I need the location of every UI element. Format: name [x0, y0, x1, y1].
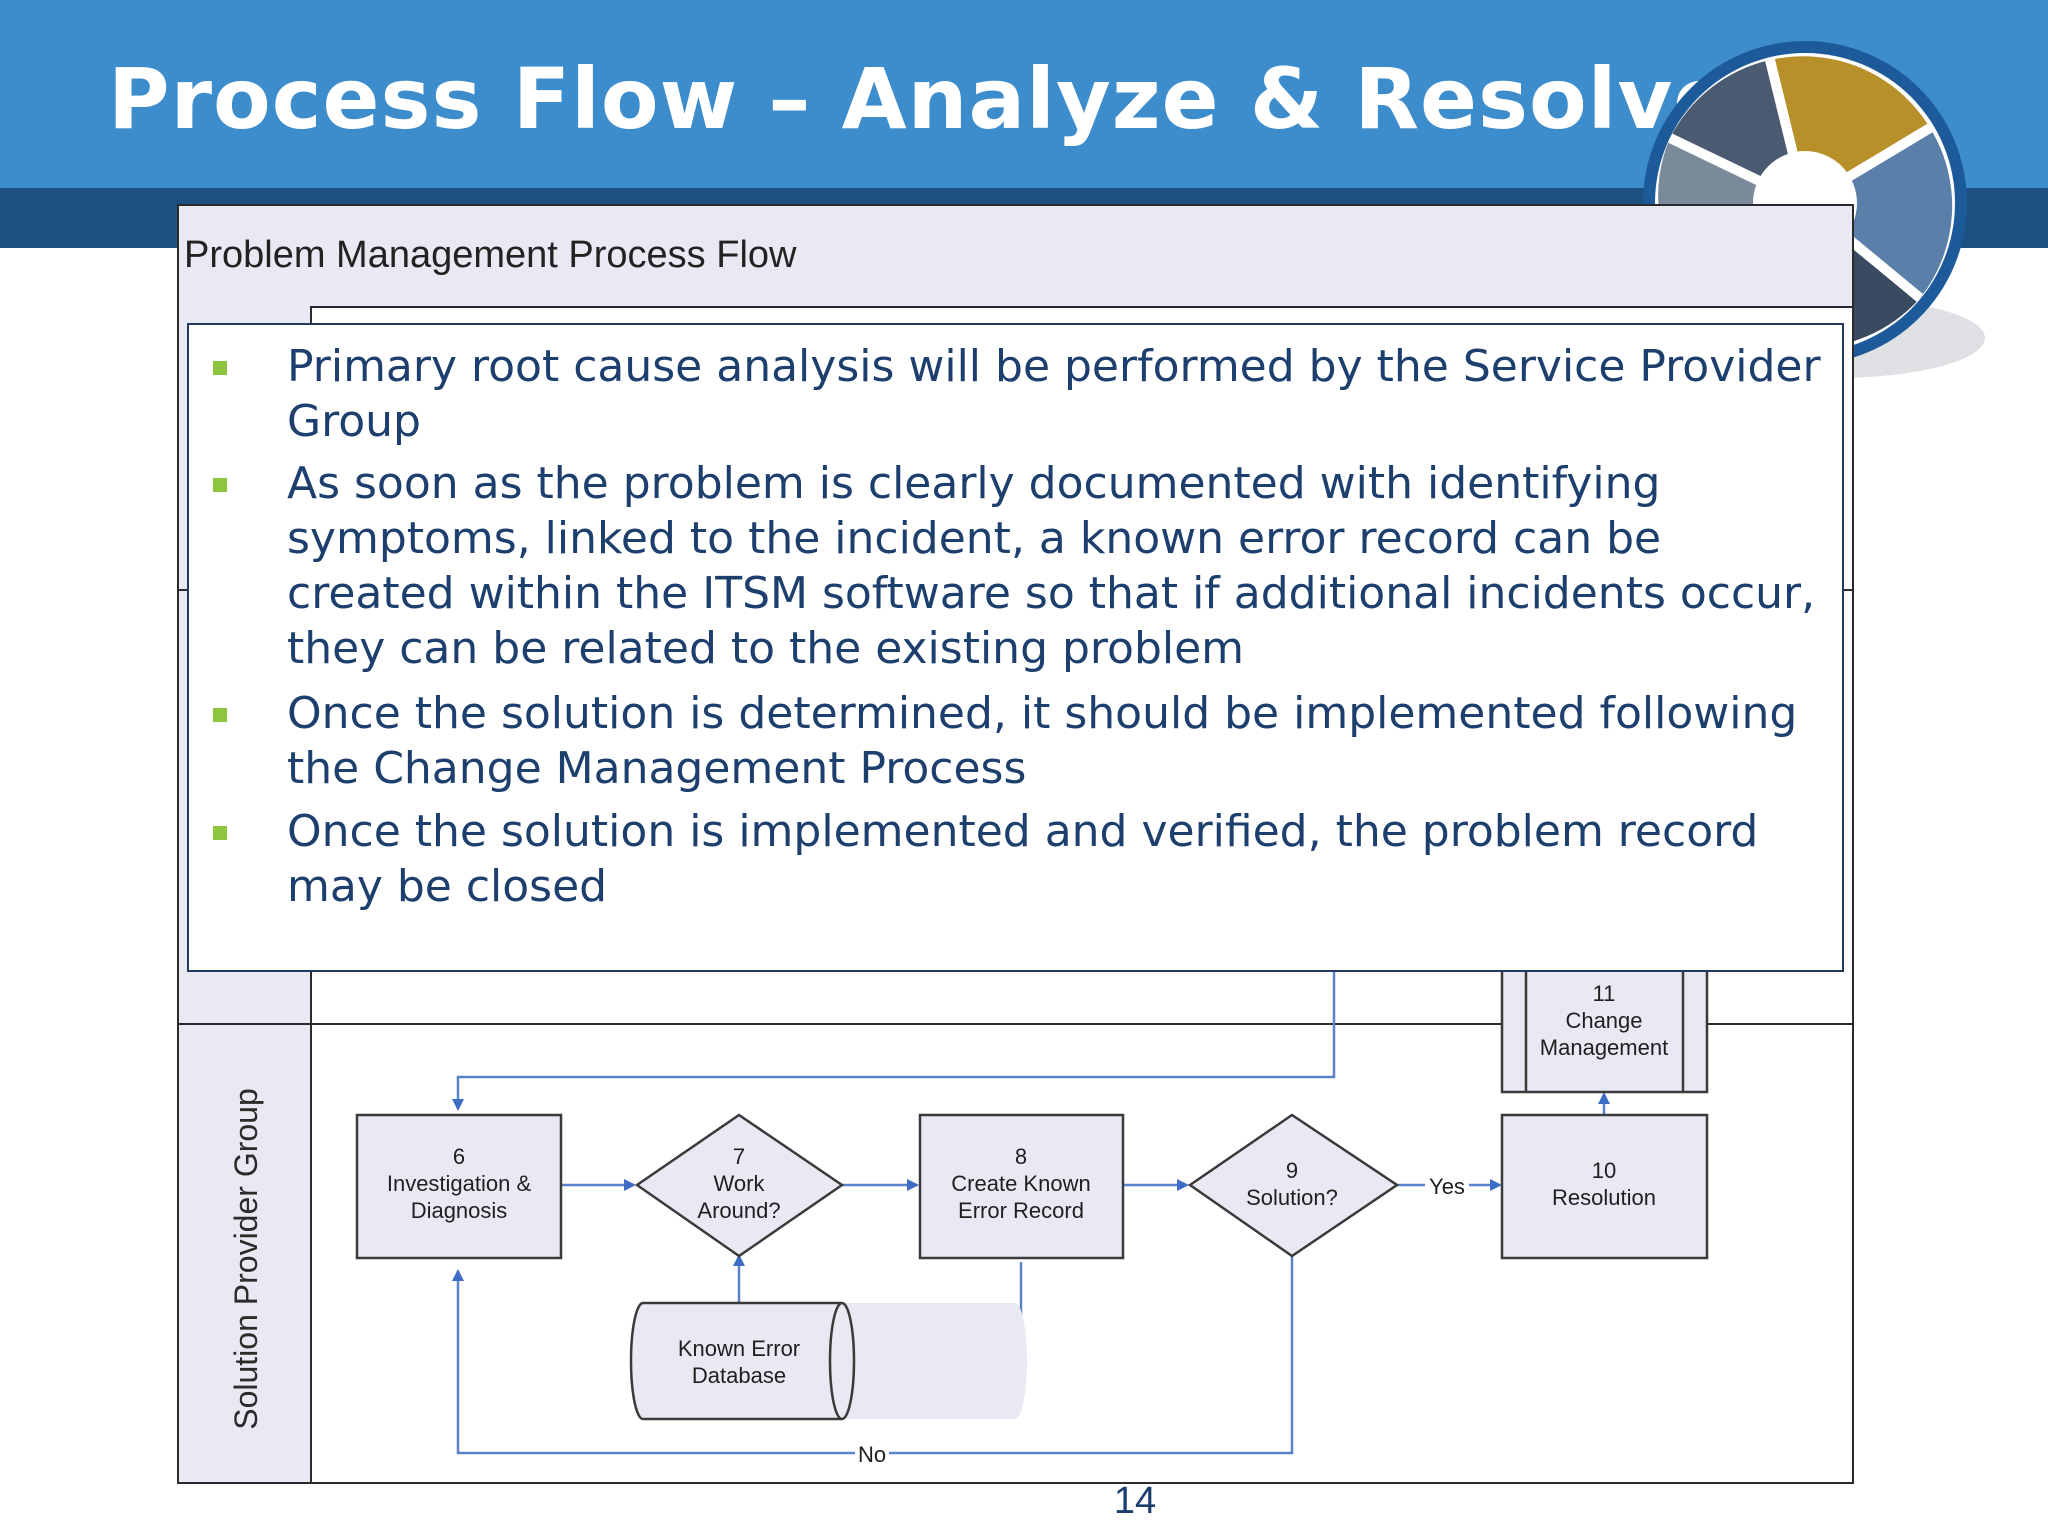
- bullet-marker-icon: [213, 708, 227, 722]
- node-8-label-line1: Create Known: [951, 1171, 1090, 1196]
- bullet-marker-icon: [213, 826, 227, 840]
- edge-label-yes: Yes: [1429, 1174, 1465, 1199]
- node-11-number: 11: [1593, 981, 1616, 1006]
- node-10-number: 10: [1592, 1158, 1616, 1183]
- bullet-text: Primary root cause analysis will be perf…: [287, 341, 1821, 447]
- node-9-label: Solution?: [1246, 1185, 1338, 1210]
- node-6-label-line1: Investigation &: [387, 1171, 532, 1196]
- bullet-marker-icon: [213, 478, 227, 492]
- lane-label: Solution Provider Group: [228, 1088, 264, 1430]
- node-7-label-line2: Around?: [697, 1198, 780, 1223]
- database-label-line2: Database: [692, 1363, 786, 1388]
- node-6-number: 6: [453, 1144, 465, 1169]
- page-number: 14: [1113, 1480, 1157, 1522]
- bullet-text: Once the solution is implemented and ver…: [287, 806, 1759, 912]
- node-11-label-line2: Management: [1540, 1035, 1668, 1060]
- panel-title-bar: Problem Management Process Flow: [179, 206, 1852, 308]
- node-8-number: 8: [1015, 1144, 1027, 1169]
- node-9-solution-decision: 9 Solution?: [1187, 1113, 1400, 1258]
- node-7-number: 7: [733, 1144, 745, 1169]
- bullet-text: Once the solution is determined, it shou…: [287, 688, 1798, 794]
- panel-title: Problem Management Process Flow: [184, 234, 797, 276]
- node-11-label-line1: Change: [1565, 1008, 1642, 1033]
- connector-upper-to-6: [452, 972, 1336, 1111]
- node-7-label-line1: Work: [714, 1171, 766, 1196]
- edge-label-no: No: [858, 1442, 886, 1467]
- known-error-database: Known Error Database: [629, 1301, 1027, 1421]
- node-10-label: Resolution: [1552, 1185, 1656, 1210]
- node-6-investigation-diagnosis: 6 Investigation & Diagnosis: [355, 1113, 563, 1260]
- node-11-change-management: 11 Change Management: [1500, 948, 1709, 1094]
- bullet-text: As soon as the problem is clearly docume…: [287, 458, 1816, 674]
- bullet-marker-icon: [213, 361, 227, 375]
- bullet-textbox: Primary root cause analysis will be perf…: [187, 323, 1844, 972]
- node-6-label-line2: Diagnosis: [411, 1198, 508, 1223]
- node-9-number: 9: [1286, 1158, 1298, 1183]
- node-7-work-around-decision: 7 Work Around?: [634, 1113, 845, 1258]
- node-10-resolution: 10 Resolution: [1500, 1113, 1709, 1260]
- node-8-create-known-error-record: 8 Create Known Error Record: [918, 1113, 1125, 1260]
- slide-title: Process Flow – Analyze & Resolve: [108, 50, 1732, 148]
- node-8-label-line2: Error Record: [958, 1198, 1084, 1223]
- database-label-line1: Known Error: [678, 1336, 800, 1361]
